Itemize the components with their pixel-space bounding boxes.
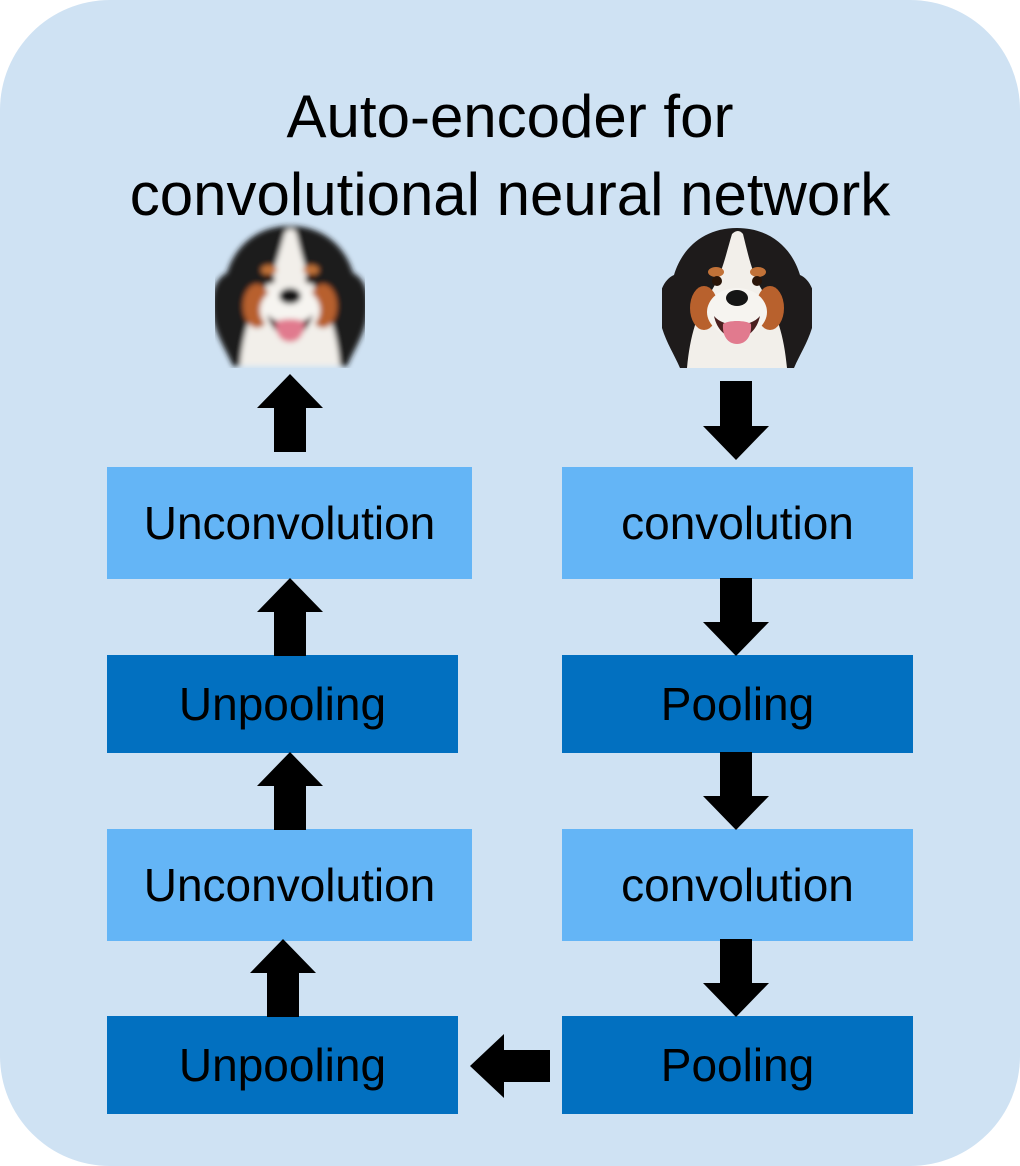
- arrow-up-icon: [250, 939, 316, 1017]
- input-dog-image: [662, 228, 812, 368]
- block-label: Unpooling: [178, 678, 387, 730]
- encoder-pooling-bottom: Pooling: [562, 1016, 913, 1114]
- block-label: convolution: [621, 497, 854, 549]
- block-label: Unconvolution: [143, 497, 436, 549]
- title-line-2: convolutional neural network: [129, 161, 891, 228]
- decoder-unconvolution-top: Unconvolution: [107, 467, 472, 579]
- block-label: Pooling: [660, 678, 815, 730]
- reconstructed-dog-image: [215, 226, 365, 366]
- arrow-up-icon: [257, 374, 323, 452]
- encoder-pooling-top: Pooling: [562, 655, 913, 753]
- arrow-down-icon: [703, 752, 769, 830]
- decoder-unconvolution-bottom: Unconvolution: [107, 829, 472, 941]
- block-label: Unpooling: [178, 1039, 387, 1091]
- arrow-down-icon: [703, 578, 769, 656]
- block-label: Pooling: [660, 1039, 815, 1091]
- encoder-convolution-top: convolution: [562, 467, 913, 579]
- arrow-down-icon: [703, 939, 769, 1017]
- decoder-unpooling-top: Unpooling: [107, 655, 458, 753]
- arrow-up-icon: [257, 578, 323, 656]
- diagram-title: Auto-encoder for convolutional neural ne…: [0, 78, 1020, 234]
- title-line-1: Auto-encoder for: [286, 83, 734, 150]
- encoder-convolution-bottom: convolution: [562, 829, 913, 941]
- block-label: Unconvolution: [143, 859, 436, 911]
- arrow-down-icon: [703, 381, 769, 460]
- arrow-up-icon: [257, 752, 323, 830]
- arrow-left-icon: [470, 1034, 550, 1098]
- decoder-unpooling-bottom: Unpooling: [107, 1016, 458, 1114]
- block-label: convolution: [621, 859, 854, 911]
